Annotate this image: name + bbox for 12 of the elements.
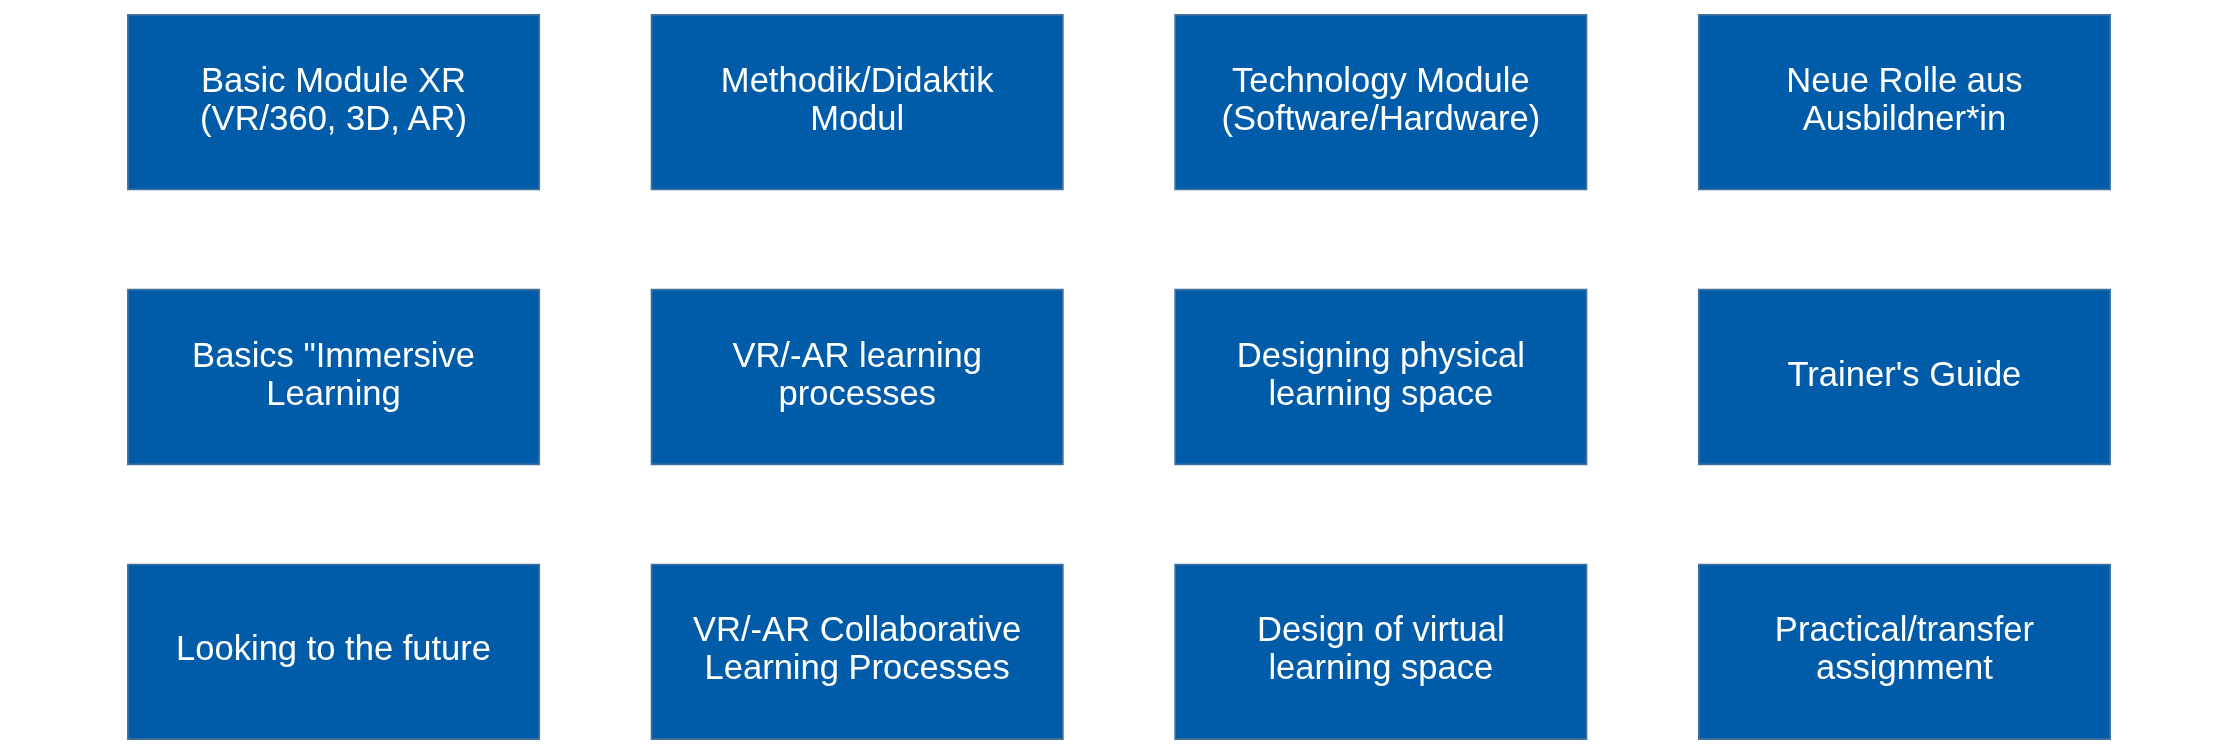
node-box: Trainer's Guide bbox=[1697, 288, 2111, 466]
node-box: Design of virtual learning space bbox=[1173, 563, 1587, 740]
node-box: Basics "Immersive Learning bbox=[126, 288, 540, 466]
node-box: Methodik/Didaktik Modul bbox=[650, 14, 1064, 191]
node-box: Neue Rolle aus Ausbildner*in bbox=[1697, 14, 2111, 191]
node-box: Designing physical learning space bbox=[1173, 288, 1587, 466]
node-box: Looking to the future bbox=[126, 563, 540, 740]
node-box: Basic Module XR (VR/360, 3D, AR) bbox=[126, 14, 540, 191]
node-box: Technology Module (Software/Hardware) bbox=[1173, 14, 1587, 191]
node-box: VR/-AR learning processes bbox=[650, 288, 1064, 466]
node-box: Practical/transfer assignment bbox=[1697, 563, 2111, 740]
node-box: VR/-AR Collaborative Learning Processes bbox=[650, 563, 1064, 740]
